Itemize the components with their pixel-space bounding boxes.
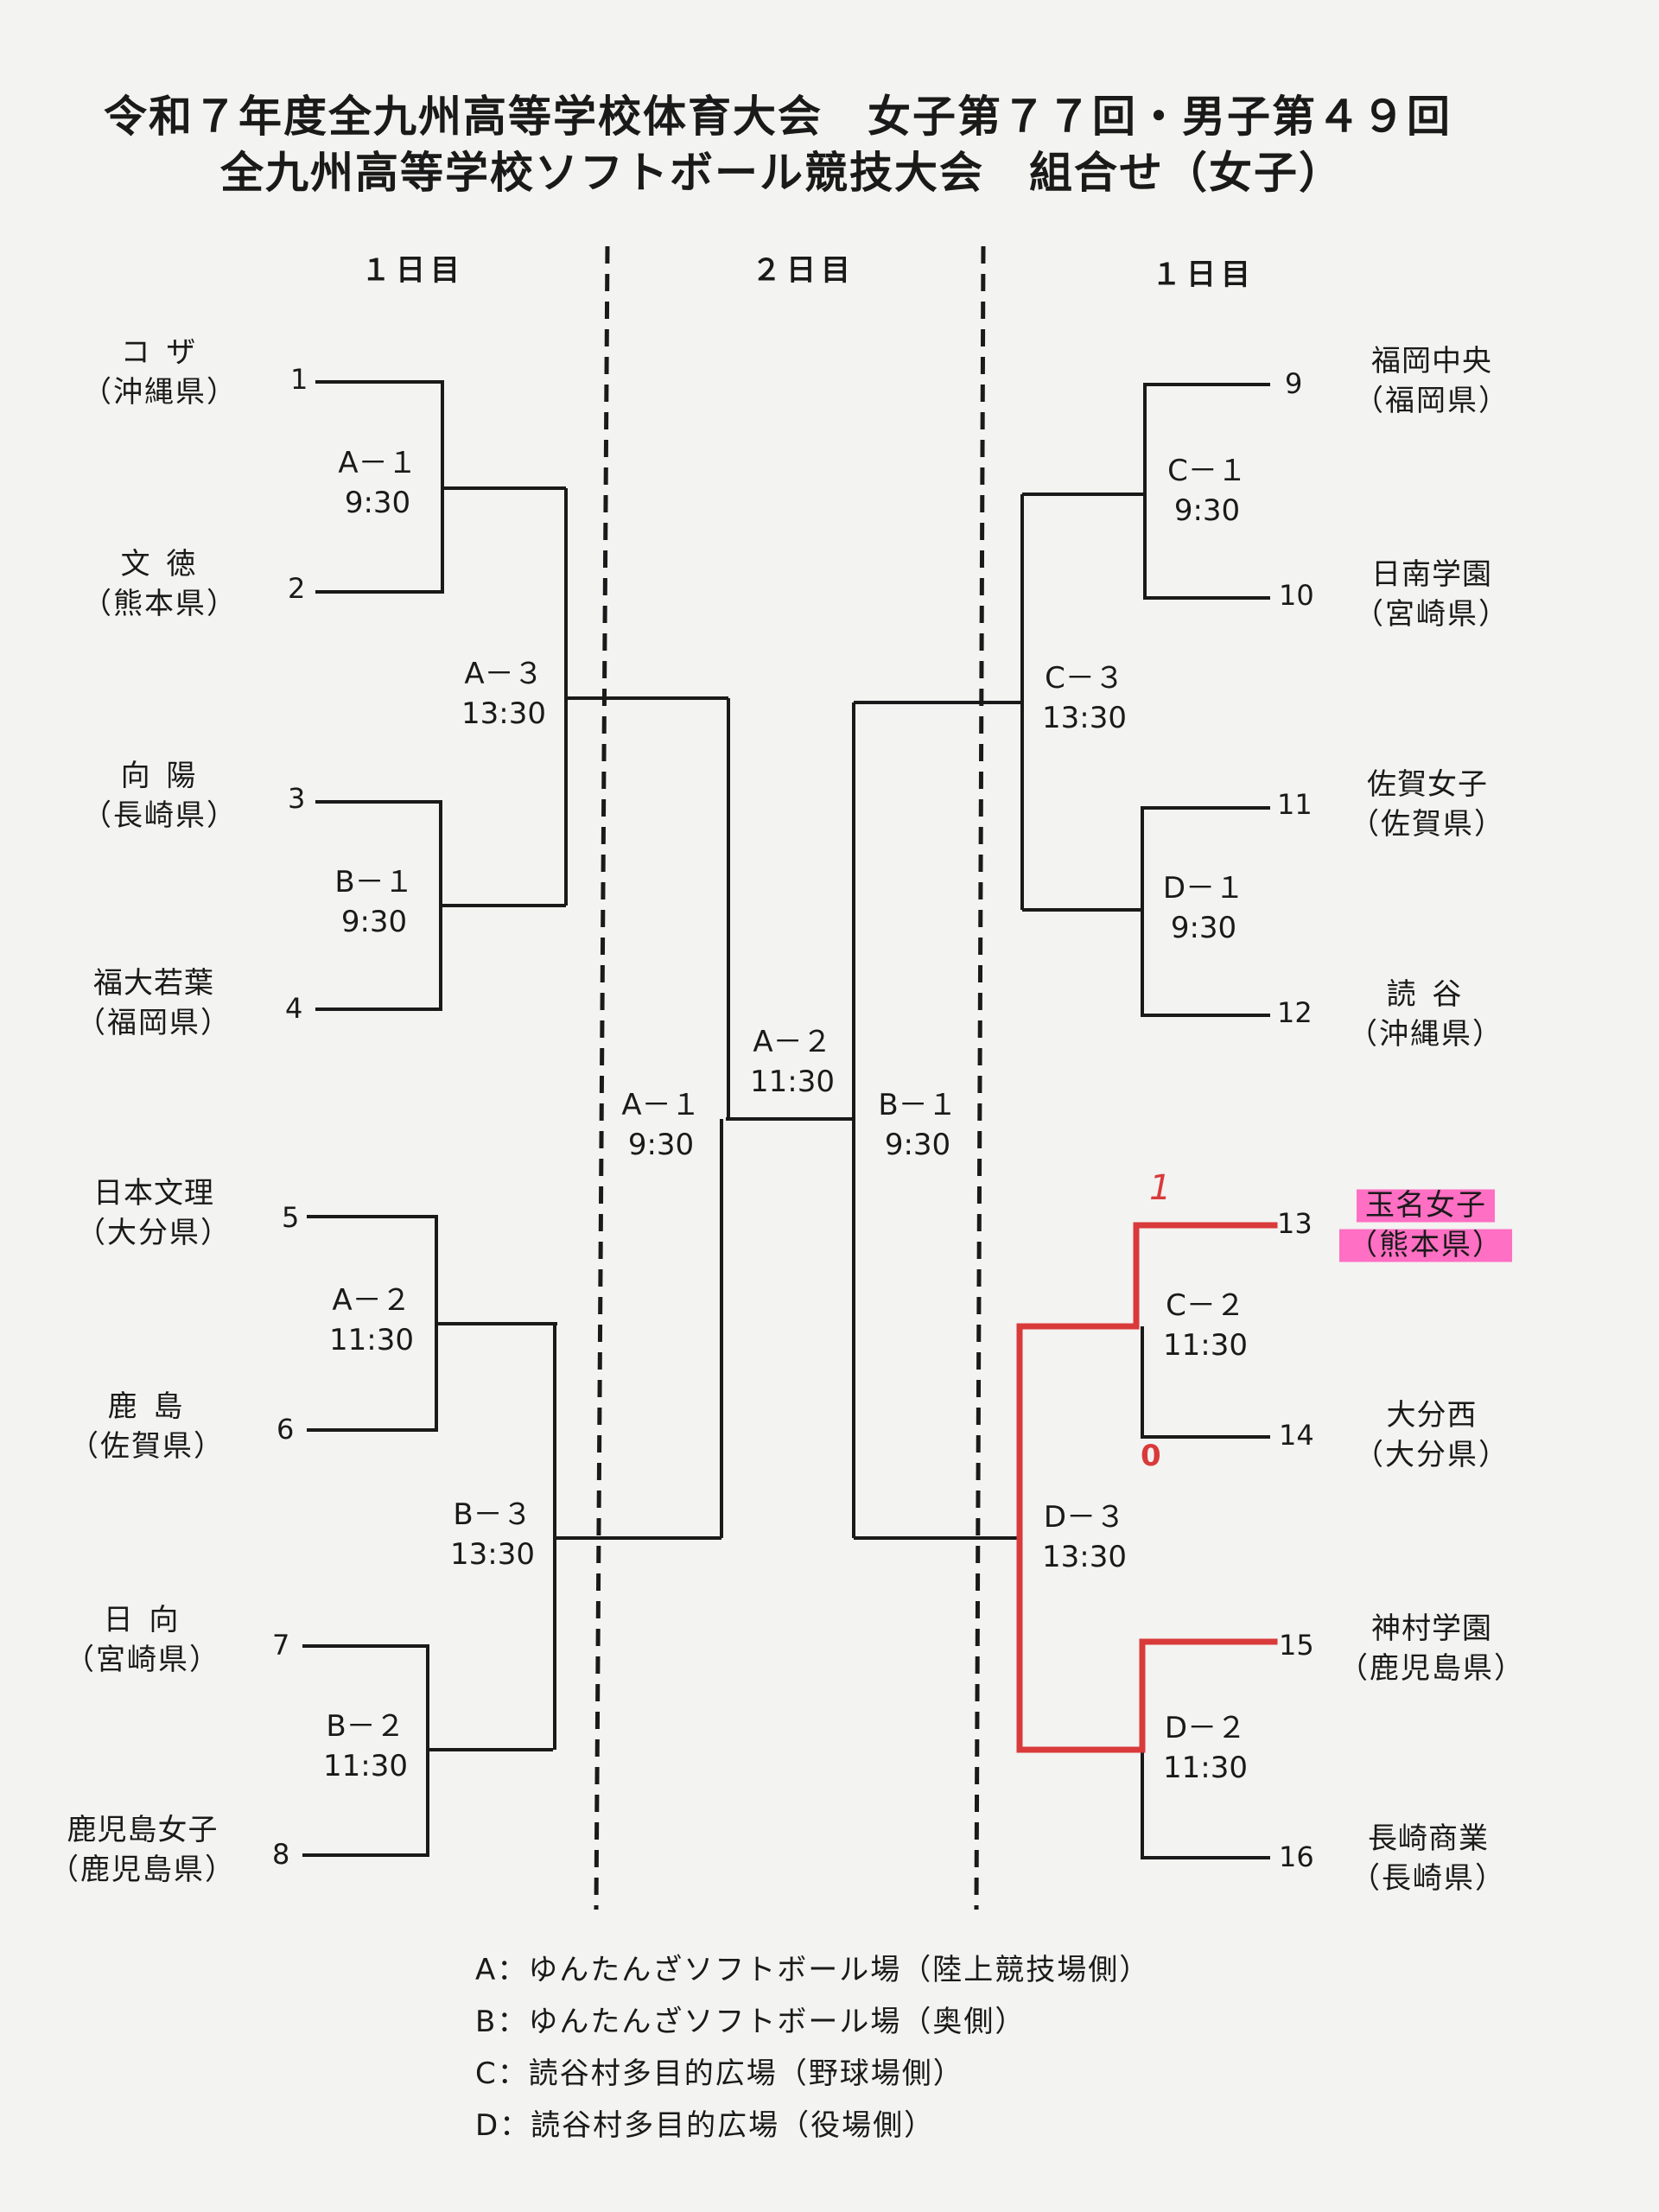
seed-12: 12 — [1277, 996, 1313, 1029]
legend-d: D：読谷村多目的広場（役場側） — [475, 2108, 936, 2143]
seed-15: 15 — [1279, 1629, 1314, 1662]
legend-c: C：読谷村多目的広場（野球場側） — [475, 2056, 964, 2091]
handwritten-mark-1: 1 — [1149, 1168, 1172, 1208]
legend-b: B：ゆんたんざソフトボール場（奥側） — [475, 2005, 1027, 2039]
seed-6: 6 — [276, 1413, 295, 1446]
day-dividers — [594, 245, 986, 1910]
team-4: 福大若葉（福岡県） — [76, 966, 232, 1040]
team-8: 鹿児島女子（鹿児島県） — [49, 1813, 236, 1887]
seed-3: 3 — [288, 782, 306, 815]
day-header-left: １日目 — [361, 253, 465, 288]
title-line-2: 全九州高等学校ソフトボール競技大会 組合せ（女子） — [220, 148, 1344, 198]
bracket-black-lines — [302, 380, 1270, 1859]
seed-2: 2 — [288, 572, 306, 605]
red-pen-marks — [1016, 1222, 1278, 1753]
seed-9: 9 — [1285, 367, 1303, 400]
seed-4: 4 — [285, 992, 303, 1025]
seed-8: 8 — [272, 1838, 290, 1871]
seed-16: 16 — [1279, 1840, 1314, 1873]
seed-14: 14 — [1279, 1419, 1314, 1452]
team-14: 大分西（大分県） — [1354, 1398, 1510, 1472]
team-6: 鹿 島（佐賀県） — [69, 1389, 225, 1464]
day-header-center: ２日目 — [752, 253, 855, 288]
seed-1: 1 — [290, 363, 308, 396]
seed-7: 7 — [272, 1629, 290, 1662]
team-3: 向 陽（長崎県） — [82, 759, 238, 833]
team-1: コ ザ（沖縄県） — [82, 335, 238, 410]
legend-a: A：ゆんたんざソフトボール場（陸上競技場側） — [475, 1953, 1151, 1987]
team-2: 文 徳（熊本県） — [82, 547, 238, 621]
team-11: 佐賀女子（佐賀県） — [1350, 767, 1505, 842]
team-7: 日 向（宮崎県） — [65, 1603, 220, 1677]
title-line-1: 令和７年度全九州高等学校体育大会 女子第７７回・男子第４９回 — [104, 92, 1452, 142]
team-13: 玉名女子（熊本県） — [1313, 1185, 1538, 1265]
team-9: 福岡中央（福岡県） — [1354, 344, 1510, 418]
venue-legend: A：ゆんたんざソフトボール場（陸上競技場側） B：ゆんたんざソフトボール場（奥側… — [475, 1944, 1150, 2152]
team-16: 長崎商業（長崎県） — [1351, 1821, 1506, 1896]
seed-13: 13 — [1277, 1207, 1313, 1240]
team-12: 読 谷（沖縄県） — [1348, 977, 1503, 1052]
day-header-right: １日目 — [1152, 257, 1255, 292]
seed-5: 5 — [282, 1201, 300, 1234]
team-10: 日南学園（宮崎県） — [1354, 557, 1510, 632]
seed-11: 11 — [1277, 788, 1313, 821]
team-5: 日本文理（大分県） — [76, 1176, 232, 1250]
handwritten-mark-0: 0 — [1141, 1439, 1161, 1473]
team-15: 神村学園（鹿児島県） — [1338, 1611, 1525, 1686]
seed-10: 10 — [1279, 579, 1314, 612]
